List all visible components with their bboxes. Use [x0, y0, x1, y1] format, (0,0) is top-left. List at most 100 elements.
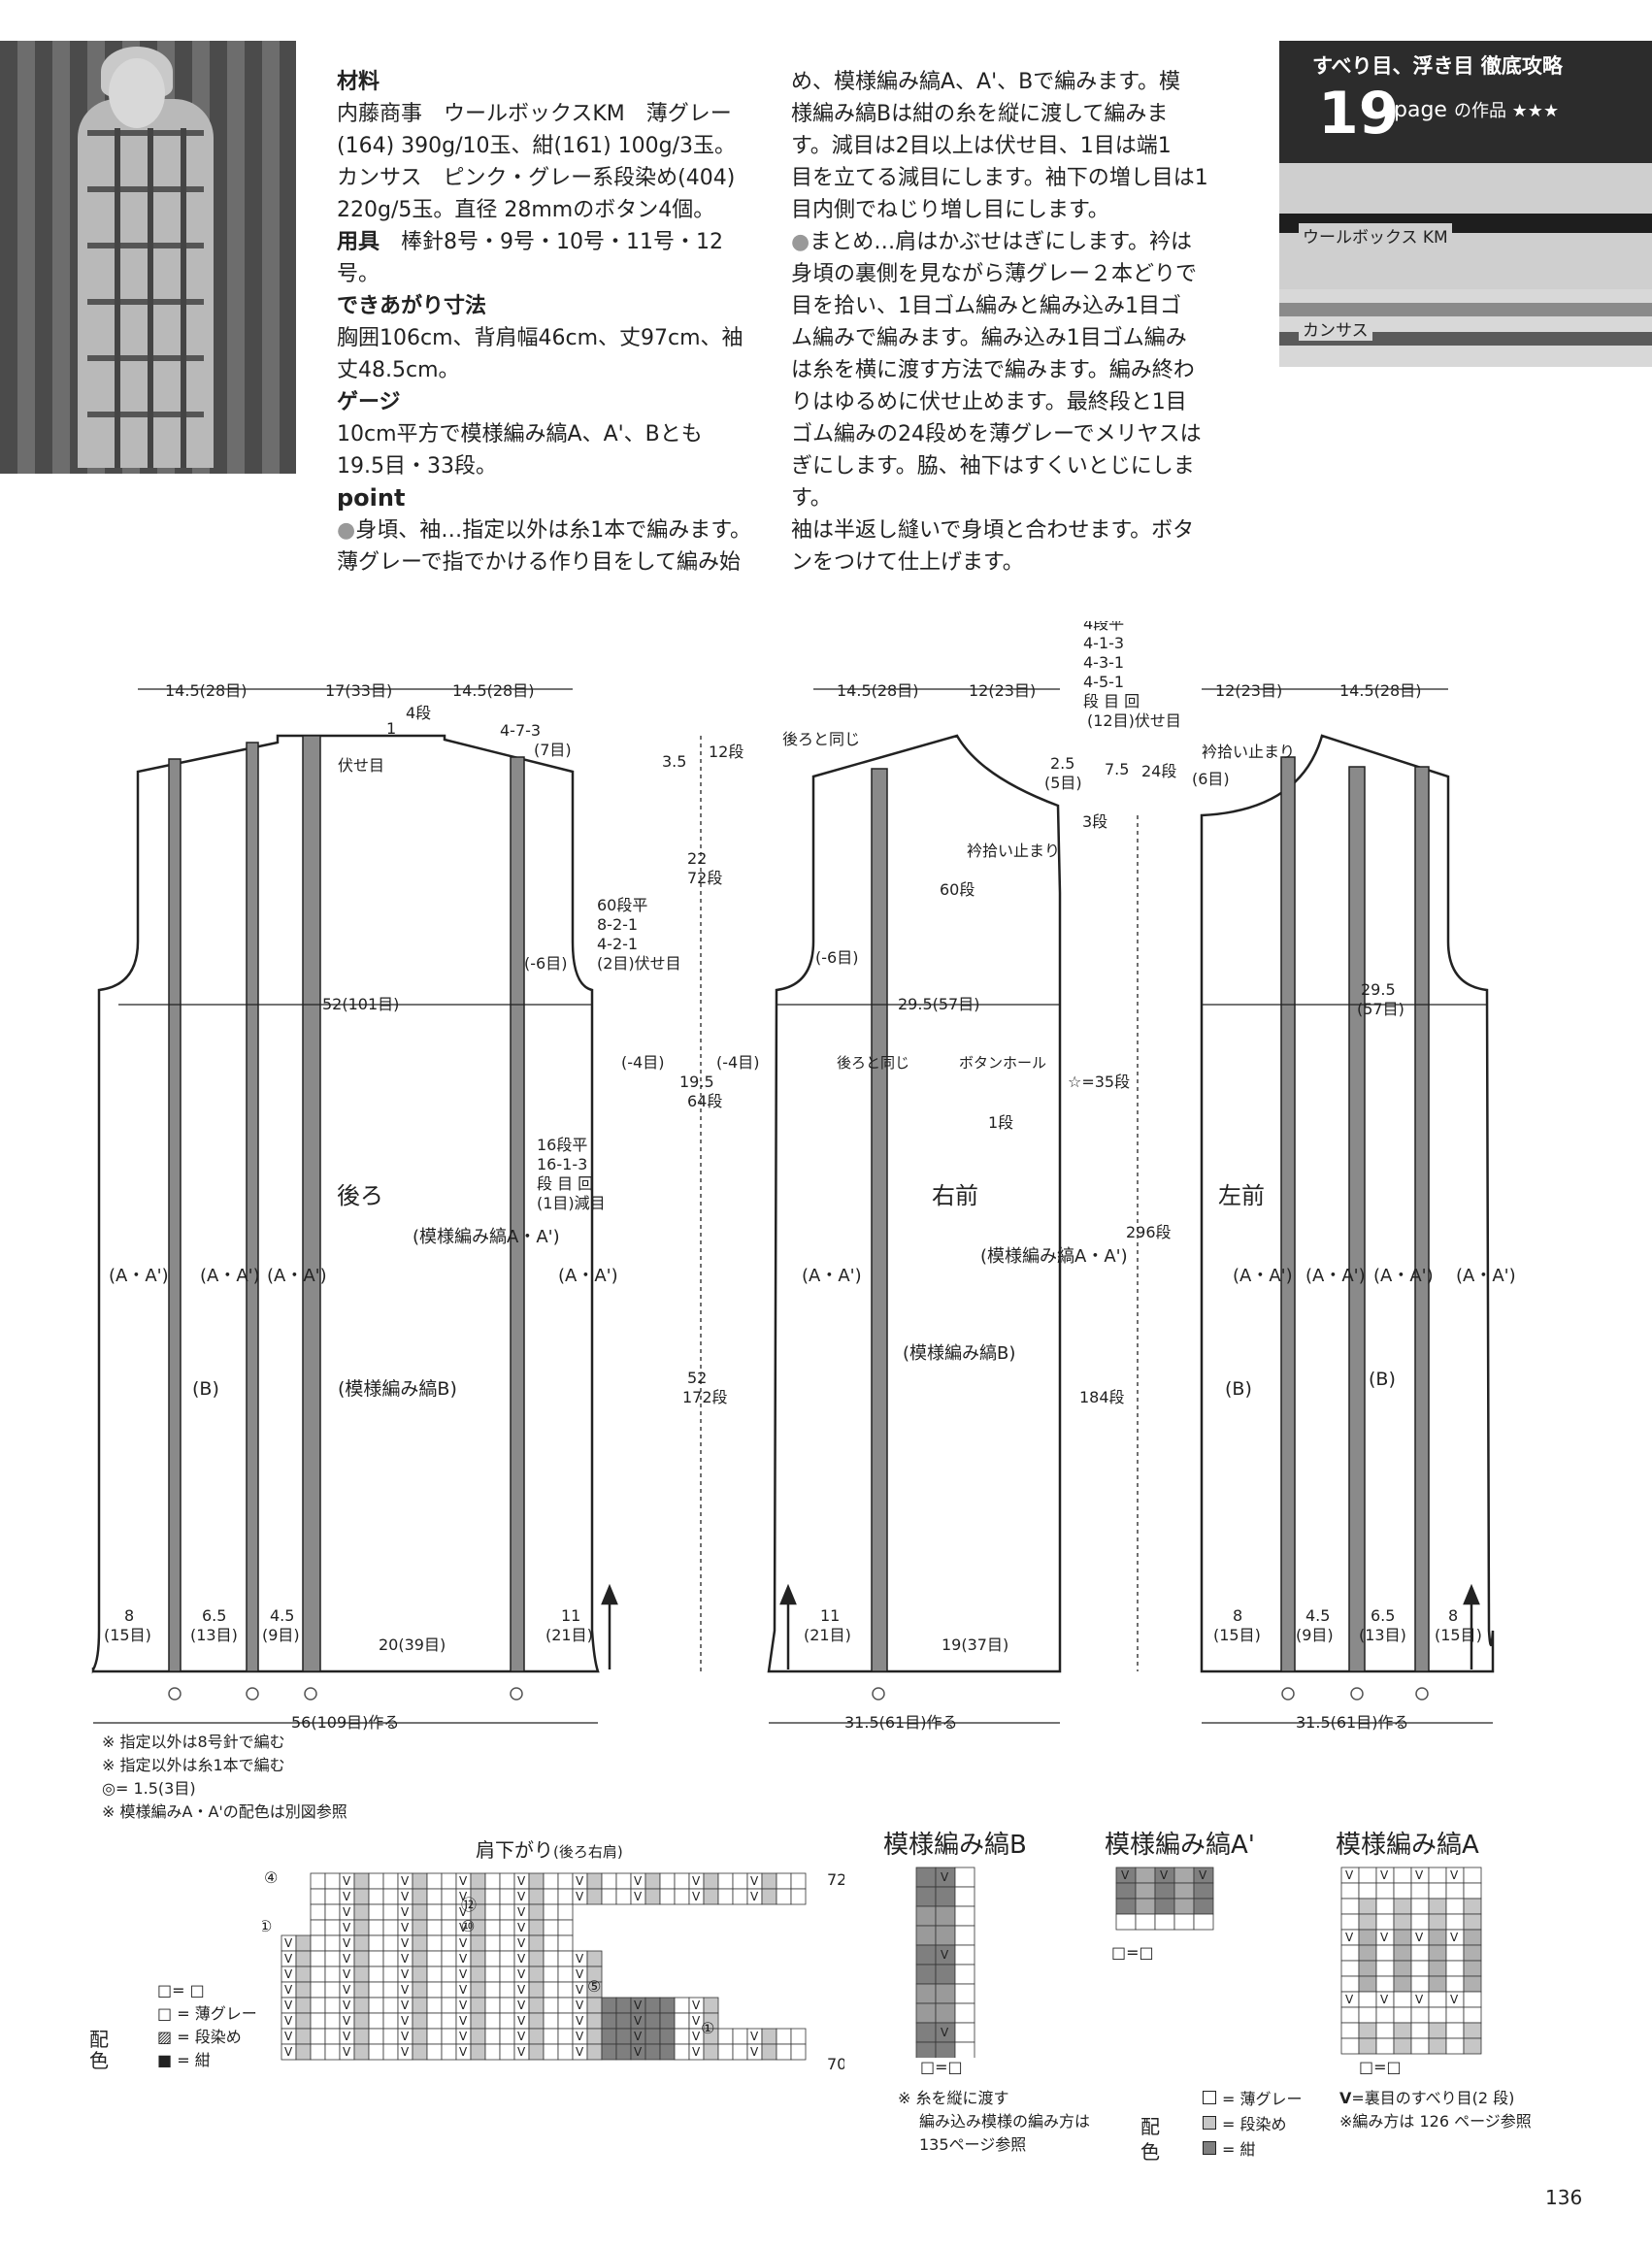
chart-cell: [557, 1997, 574, 2014]
slip-stitch-icon: V: [750, 1890, 759, 1903]
chart-cell: [557, 1934, 574, 1952]
size-line: 丈48.5cm。: [337, 358, 460, 382]
rf-same: 後ろと同じ: [782, 730, 860, 748]
chart-cell: [543, 1919, 559, 1936]
chart-cell: [644, 1888, 661, 1905]
chart-cell: [295, 1950, 312, 1967]
patA2-cell: [1135, 1913, 1156, 1931]
chart-cell: [368, 1872, 384, 1890]
lf-bottom: (15目): [1213, 1626, 1261, 1644]
patA2-cell: [1115, 1898, 1137, 1915]
point-line: 薄グレーで指でかける作り目をして編み始: [337, 550, 742, 575]
chart-cell: [615, 1997, 632, 2014]
patA-cell: [1340, 1898, 1360, 1915]
chart-cell: [426, 1903, 443, 1921]
neck-bind-off: 伏せ目: [338, 756, 384, 775]
v-dim: 72段: [687, 869, 722, 887]
back-aa: (A・A'): [558, 1266, 618, 1286]
left-front-outline: [1200, 734, 1495, 1673]
slip-stitch-icon: V: [576, 1890, 584, 1903]
chart-cell: [703, 2043, 719, 2061]
yarn-label-kansas: カンサス: [1299, 316, 1372, 341]
chart-cell: [382, 2043, 399, 2061]
patA-cell: [1340, 1944, 1360, 1962]
chart-cell: [732, 2043, 748, 2061]
patA-cell: [1428, 2022, 1447, 2039]
patA2-cell: [1115, 1913, 1137, 1931]
patA-cell: [1410, 1944, 1430, 1962]
chart-cell: [776, 2028, 792, 2045]
chart-cell: [543, 1981, 559, 1999]
lf-bottom: 8: [1448, 1606, 1458, 1625]
patA-cell: [1375, 1975, 1395, 1993]
patA-cell: [1445, 2037, 1465, 2055]
patA-cell: [1393, 2037, 1412, 2055]
chart-cell: [310, 1888, 326, 1905]
slip-stitch-icon: V: [517, 1952, 526, 1966]
rf-right-vr: 24段: [1141, 762, 1176, 780]
patA-cell: [1340, 2037, 1360, 2055]
patA2-cell: [1173, 1882, 1195, 1900]
slip-stitch-icon: V: [634, 2014, 643, 2028]
patA-cell: [1445, 1960, 1465, 1977]
patA-cell: [1428, 1944, 1447, 1962]
chart-cell: [615, 1872, 632, 1890]
note-line: ※ 模様編みA・A'の配色は別図参照: [102, 1802, 347, 1821]
rf-cast: 31.5(61目)作る: [844, 1713, 957, 1732]
legend-item: ■ = 紺: [157, 2051, 211, 2069]
patB-cell: [935, 1964, 956, 1985]
patA-cell: [1463, 2022, 1482, 2039]
rf-label: 右前: [932, 1182, 978, 1209]
chart-marker: ①: [701, 2019, 714, 2037]
slip-stitch-icon: V: [517, 2014, 526, 2028]
chart-cell: [557, 1903, 574, 1921]
chart-cell: [557, 2043, 574, 2061]
arm-minus: (-6目): [524, 954, 567, 973]
chart-cell: [499, 1966, 515, 1983]
slip-stitch-icon: V: [576, 1967, 584, 1981]
back-pattern-v: (模様編み縞A・A'): [413, 1227, 560, 1247]
rf-top-mid: 12(23目): [969, 681, 1036, 700]
rf-bottom: 19(37目): [942, 1636, 1008, 1654]
patB-cell: [935, 1905, 956, 1927]
patA-title: 模様編み縞A: [1336, 1831, 1479, 1860]
bust-back: 52(101目): [322, 995, 399, 1013]
stripe-b: [168, 758, 182, 1672]
slip-stitch-icon: V: [634, 1999, 643, 2012]
v-dim: 12段: [709, 743, 743, 761]
slip-stitch-icon: V: [1450, 1993, 1459, 2006]
patA-cell: [1463, 1991, 1482, 2008]
stripe-b: [1348, 766, 1366, 1672]
patA-cell: [1463, 1913, 1482, 1931]
chart-cell: [528, 2012, 545, 2030]
chart-cell: [353, 2028, 370, 2045]
patA-cell: [1463, 1960, 1482, 1977]
slip-stitch-icon: V: [343, 1952, 351, 1966]
chart-cell: [353, 1888, 370, 1905]
slip-stitch-icon: V: [459, 1936, 468, 1950]
patA-cell: [1393, 1898, 1412, 1915]
chart-cell: [412, 1997, 428, 2014]
patB-note: ※ 糸を縦に渡す: [898, 2089, 1009, 2107]
chart-cell: [324, 1950, 341, 1967]
rf-btn-rows: 1段: [988, 1113, 1013, 1132]
patA-cell: [1393, 1929, 1412, 1946]
slip-stitch-icon: V: [517, 2045, 526, 2059]
chart-cell: [368, 1903, 384, 1921]
chart-cell: [353, 1997, 370, 2014]
slip-stitch-icon: V: [576, 1983, 584, 1997]
chart-cell: [644, 2012, 661, 2030]
chart-marker: ④: [264, 1868, 278, 1887]
back-bottom: 4.5: [270, 1606, 294, 1625]
chart-cell: [601, 1888, 617, 1905]
legend-item: ▨ = 段染め: [157, 2028, 242, 2046]
legend-item: □ = 薄グレー: [157, 2004, 257, 2023]
patA-cell: [1445, 1975, 1465, 1993]
chart-cell: [368, 2028, 384, 2045]
slip-stitch-icon: V: [1415, 1931, 1424, 1944]
rf-total: 296段: [1126, 1223, 1172, 1241]
tools-heading: 用具: [337, 230, 380, 254]
rf-neck-rule: 4段平: [1083, 621, 1124, 633]
patA-cell: [1375, 1882, 1395, 1900]
chart-cell: [484, 1981, 501, 1999]
